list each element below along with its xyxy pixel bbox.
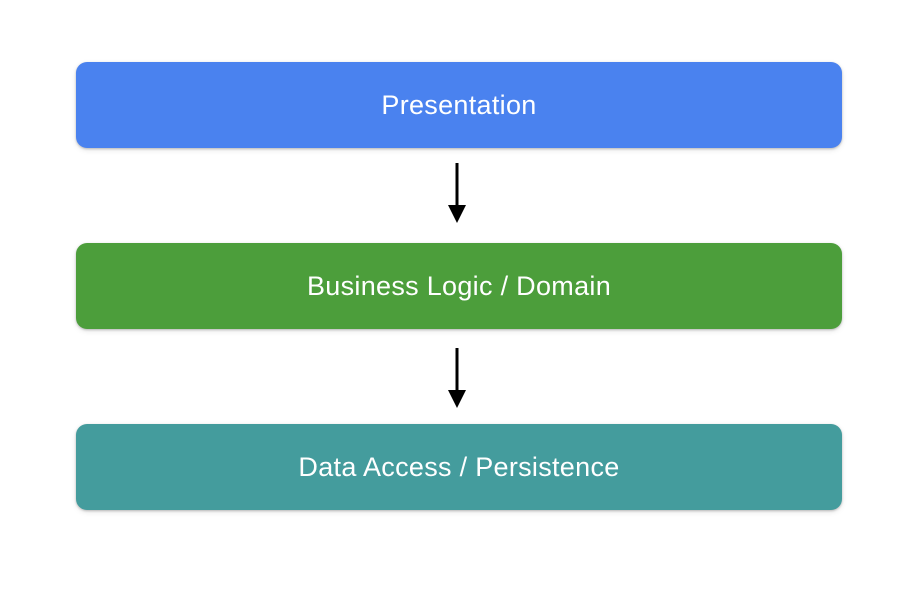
layer-box-presentation: Presentation	[76, 62, 842, 148]
layer-box-business-logic: Business Logic / Domain	[76, 243, 842, 329]
layer-label-data-access: Data Access / Persistence	[298, 451, 620, 482]
layer-label-business-logic: Business Logic / Domain	[306, 270, 612, 301]
down-arrow-icon	[448, 163, 466, 223]
down-arrow-icon	[448, 348, 466, 408]
layer-label-presentation: Presentation	[381, 89, 537, 120]
layer-box-data-access: Data Access / Persistence	[76, 424, 842, 510]
